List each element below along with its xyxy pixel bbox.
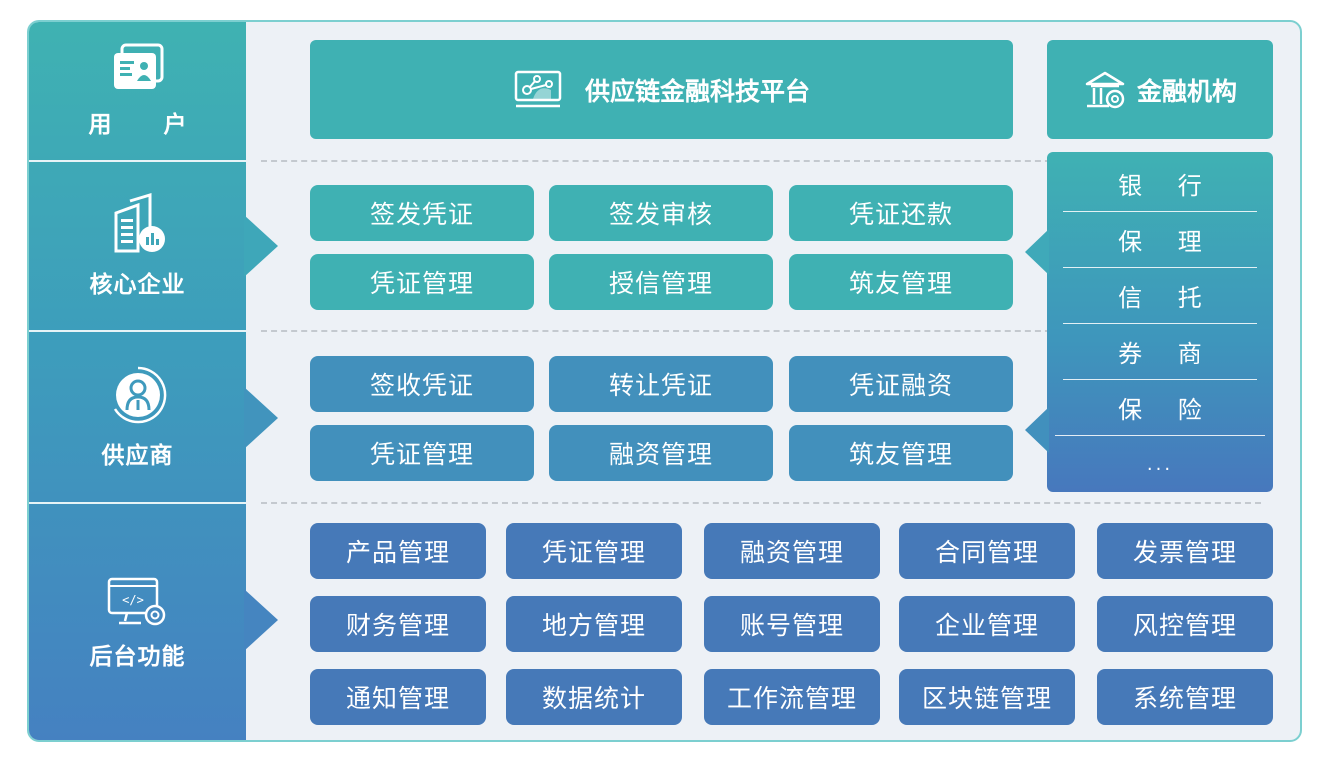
building-chart-icon bbox=[108, 193, 168, 255]
institution-factoring: 保 理 bbox=[1063, 212, 1257, 268]
function-button[interactable]: 筑友管理 bbox=[789, 254, 1013, 310]
function-button[interactable]: 转让凭证 bbox=[549, 356, 773, 412]
function-button[interactable]: 签收凭证 bbox=[310, 356, 534, 412]
institution-trust: 信 托 bbox=[1063, 268, 1257, 324]
row-label: 核心企业 bbox=[89, 272, 186, 298]
institution-securities: 券 商 bbox=[1063, 324, 1257, 380]
platform-header: 供应链金融科技平台 bbox=[310, 40, 1013, 139]
function-button[interactable]: 地方管理 bbox=[506, 596, 682, 652]
row-backend: </> 后台功能 bbox=[29, 504, 246, 740]
function-button[interactable]: 签发凭证 bbox=[310, 185, 534, 241]
function-button[interactable]: 签发审核 bbox=[549, 185, 773, 241]
row-label: 后台功能 bbox=[89, 644, 186, 670]
core-arrow bbox=[244, 215, 278, 277]
monitor-code-gear-icon: </> bbox=[105, 577, 171, 627]
institution-bank: 银 行 bbox=[1063, 156, 1257, 212]
financial-institutions-list: 银 行 保 理 信 托 券 商 保 险 ... bbox=[1047, 152, 1273, 492]
svg-text:</>: </> bbox=[122, 593, 144, 607]
id-card-icon bbox=[110, 43, 166, 95]
row-label: 供应商 bbox=[101, 443, 174, 469]
function-button[interactable]: 区块链管理 bbox=[899, 669, 1075, 725]
core-finance-arrow bbox=[1025, 229, 1049, 275]
function-button[interactable]: 合同管理 bbox=[899, 523, 1075, 579]
section-divider bbox=[261, 160, 1061, 162]
platform-title: 供应链金融科技平台 bbox=[584, 76, 810, 106]
section-divider bbox=[261, 330, 1061, 332]
function-button[interactable]: 凭证管理 bbox=[310, 254, 534, 310]
architecture-diagram: 用 户 核心企业 bbox=[27, 20, 1302, 742]
financial-institutions-header: 金融机构 bbox=[1047, 40, 1273, 139]
institution-insurance: 保 险 bbox=[1055, 380, 1265, 436]
function-button[interactable]: 工作流管理 bbox=[704, 669, 880, 725]
function-button[interactable]: 凭证还款 bbox=[789, 185, 1013, 241]
function-button[interactable]: 财务管理 bbox=[310, 596, 486, 652]
function-button[interactable]: 风控管理 bbox=[1097, 596, 1273, 652]
row-label: 用 户 bbox=[88, 112, 209, 138]
function-button[interactable]: 凭证管理 bbox=[506, 523, 682, 579]
financial-institutions-title: 金融机构 bbox=[1136, 76, 1237, 106]
function-button[interactable]: 账号管理 bbox=[704, 596, 880, 652]
row-divider bbox=[29, 160, 246, 162]
function-button[interactable]: 凭证管理 bbox=[310, 425, 534, 481]
function-button[interactable]: 融资管理 bbox=[549, 425, 773, 481]
function-button[interactable]: 融资管理 bbox=[704, 523, 880, 579]
institution-more: ... bbox=[1146, 453, 1174, 475]
backend-arrow bbox=[244, 589, 278, 651]
row-divider bbox=[29, 330, 246, 332]
row-user: 用 户 bbox=[29, 22, 246, 160]
function-button[interactable]: 凭证融资 bbox=[789, 356, 1013, 412]
function-button[interactable]: 数据统计 bbox=[506, 669, 682, 725]
function-button[interactable]: 系统管理 bbox=[1097, 669, 1273, 725]
person-circle-icon bbox=[107, 364, 169, 426]
function-button[interactable]: 企业管理 bbox=[899, 596, 1075, 652]
function-button[interactable]: 通知管理 bbox=[310, 669, 486, 725]
function-button[interactable]: 产品管理 bbox=[310, 523, 486, 579]
row-divider bbox=[29, 502, 246, 504]
function-button[interactable]: 授信管理 bbox=[549, 254, 773, 310]
supplier-arrow bbox=[244, 387, 278, 449]
function-button[interactable]: 筑友管理 bbox=[789, 425, 1013, 481]
monitor-share-icon bbox=[513, 70, 563, 110]
function-button[interactable]: 发票管理 bbox=[1097, 523, 1273, 579]
bank-coin-icon bbox=[1083, 70, 1127, 110]
section-divider bbox=[261, 502, 1261, 504]
row-core-enterprise: 核心企业 bbox=[29, 162, 246, 330]
row-supplier: 供应商 bbox=[29, 332, 246, 502]
supplier-finance-arrow bbox=[1025, 407, 1049, 453]
